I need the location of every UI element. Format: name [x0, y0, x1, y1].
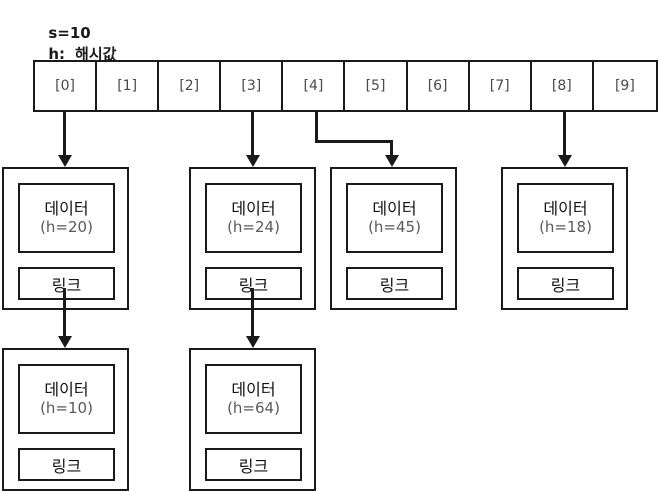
node-h18-hash-label: (h=18): [539, 218, 592, 237]
bucket-cell-0[interactable]: [0]: [35, 62, 98, 110]
node-h10-data-box: 데이터 (h=10): [18, 364, 115, 434]
bucket-cell-3[interactable]: [3]: [221, 62, 284, 110]
bucket-cell-1[interactable]: [1]: [97, 62, 160, 110]
node-h10[interactable]: 데이터 (h=10) 링크: [2, 348, 129, 491]
node-h24-data-box: 데이터 (h=24): [205, 183, 302, 253]
node-h18-data-label: 데이터: [543, 198, 588, 218]
node-h10-data-label: 데이터: [44, 379, 89, 399]
connector-node24-to-node64: [251, 288, 254, 337]
node-h64-data-label: 데이터: [231, 379, 276, 399]
connector-node20-to-node10: [63, 288, 66, 337]
node-h45-data-box: 데이터 (h=45): [346, 183, 443, 253]
arrowhead-node20-to-node10: [57, 336, 72, 348]
connector-bucket0-to-node20: [63, 112, 66, 156]
bucket-cell-7[interactable]: [7]: [469, 62, 532, 110]
node-h20-data-label: 데이터: [44, 198, 89, 218]
node-h45-hash-label: (h=45): [368, 218, 421, 237]
node-h64-hash-label: (h=64): [227, 399, 280, 418]
node-h20-hash-label: (h=20): [40, 218, 93, 237]
arrowhead-node24-to-node64: [245, 336, 260, 348]
bucket-cell-8[interactable]: [8]: [531, 62, 594, 110]
legend-size-line: s=10: [17, 2, 91, 65]
node-h24-data-label: 데이터: [231, 198, 276, 218]
node-h45-data-label: 데이터: [372, 198, 417, 218]
node-h18[interactable]: 데이터 (h=18) 링크: [501, 167, 628, 310]
arrowhead-bucket3-to-node24: [245, 155, 260, 167]
node-h20-data-box: 데이터 (h=20): [18, 183, 115, 253]
bucket-cell-4[interactable]: [4]: [283, 62, 346, 110]
arrowhead-bucket0-to-node20: [57, 155, 72, 167]
node-h18-data-box: 데이터 (h=18): [517, 183, 614, 253]
legend: s=10 h: 해시값: [17, 2, 116, 86]
connector-bucket4-segment-down: [315, 112, 318, 143]
bucket-cell-6[interactable]: [6]: [407, 62, 470, 110]
node-h64[interactable]: 데이터 (h=64) 링크: [189, 348, 316, 491]
connector-bucket4-segment-right: [315, 140, 393, 143]
connector-bucket8-to-node18: [563, 112, 566, 156]
connector-bucket3-to-node24: [251, 112, 254, 156]
arrowhead-bucket8-to-node18: [557, 155, 572, 167]
node-h45-link-box[interactable]: 링크: [346, 267, 443, 300]
bucket-cell-2[interactable]: [2]: [159, 62, 222, 110]
arrowhead-bucket4-to-node45: [384, 155, 399, 167]
node-h20[interactable]: 데이터 (h=20) 링크: [2, 167, 129, 310]
node-h18-link-box[interactable]: 링크: [517, 267, 614, 300]
node-h10-hash-label: (h=10): [40, 399, 93, 418]
node-h10-link-box[interactable]: 링크: [18, 448, 115, 481]
legend-hash-value: 해시값: [75, 45, 117, 63]
node-h45[interactable]: 데이터 (h=45) 링크: [330, 167, 457, 310]
legend-hash-key: h:: [48, 45, 66, 63]
legend-size-text: s=10: [48, 24, 91, 42]
legend-hash-line: h: 해시값: [17, 23, 116, 86]
node-h20-link-box[interactable]: 링크: [18, 267, 115, 300]
node-h64-link-box[interactable]: 링크: [205, 448, 302, 481]
connector-bucket4-segment-drop: [390, 140, 393, 156]
node-h24-hash-label: (h=24): [227, 218, 280, 237]
bucket-cell-5[interactable]: [5]: [345, 62, 408, 110]
node-h64-data-box: 데이터 (h=64): [205, 364, 302, 434]
hash-bucket-array: [0] [1] [2] [3] [4] [5] [6] [7] [8] [9]: [33, 60, 658, 112]
bucket-cell-9[interactable]: [9]: [593, 62, 656, 110]
